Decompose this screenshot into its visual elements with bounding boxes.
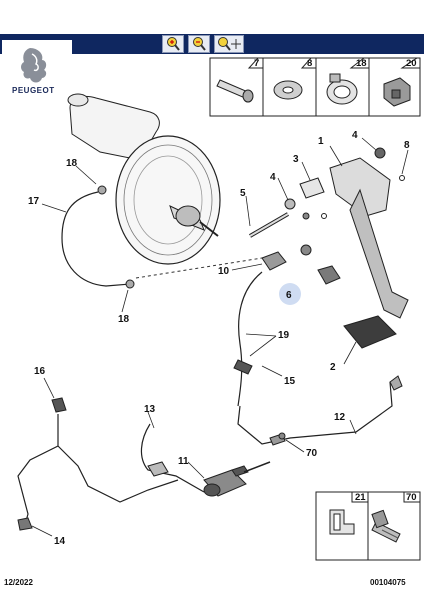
callout-10: 10	[218, 266, 230, 277]
callout-5: 5	[240, 188, 246, 199]
callout-leaders	[31, 137, 409, 537]
zoom-toolbar	[162, 34, 244, 54]
callout-13: 13	[144, 404, 156, 415]
hydraulic-hose-17[interactable]	[61, 191, 131, 287]
callout-12: 12	[334, 412, 346, 423]
callout-11: 11	[178, 456, 189, 467]
clutch-pipe-left[interactable]	[17, 414, 179, 529]
callout-14: 14	[54, 536, 66, 547]
header-part-20-label: 20	[406, 58, 417, 69]
zoom-out-icon	[193, 37, 206, 51]
header-part-8-label: 8	[307, 58, 312, 69]
part-70-bolt-icon[interactable]	[371, 509, 401, 543]
slave-cylinder-11[interactable]	[203, 461, 271, 497]
callout-6: 6	[286, 290, 292, 301]
callout-70: 70	[306, 448, 318, 459]
header-parts-strip: 7 8 18 20	[209, 57, 421, 117]
callout-17: 17	[28, 196, 40, 207]
part-18-clamp-icon[interactable]	[326, 73, 358, 105]
callout-15: 15	[284, 376, 296, 387]
callout-16: 16	[34, 366, 46, 377]
callout-8: 8	[404, 140, 410, 151]
pedal-assembly[interactable]	[329, 147, 409, 349]
zoom-pan-button[interactable]	[214, 35, 244, 53]
footer-part-21-label: 21	[355, 492, 366, 503]
brand-logo-area	[2, 40, 72, 102]
footer-reference: 00104075	[370, 578, 406, 587]
callout-19: 19	[278, 330, 290, 341]
header-bar	[0, 34, 424, 54]
part-21-clip-icon[interactable]	[329, 509, 355, 535]
part-8-washer-icon[interactable]	[273, 80, 303, 100]
callout-4a: 4	[270, 172, 276, 183]
header-part-18-label: 18	[356, 58, 367, 69]
footer-parts-strip: 21 70	[315, 491, 421, 561]
brake-booster-assembly[interactable]	[67, 93, 221, 265]
clutch-pipe-12[interactable]	[237, 381, 393, 445]
part-20-connector-icon[interactable]	[383, 77, 411, 107]
footer-part-70-label: 70	[406, 492, 417, 503]
callout-4b: 4	[352, 130, 358, 141]
callout-2: 2	[330, 362, 336, 373]
callout-18a: 18	[66, 158, 78, 169]
part-7-grommet-icon[interactable]	[216, 79, 254, 103]
zoom-in-button[interactable]	[162, 35, 184, 53]
pivot-hardware[interactable]	[248, 177, 327, 238]
brand-name: PEUGEOT	[12, 86, 55, 95]
header-part-7-label: 7	[254, 58, 259, 69]
footer-date: 12/2022	[4, 578, 33, 587]
zoom-in-icon	[167, 37, 180, 51]
callout-18b: 18	[118, 314, 130, 325]
clutch-switch[interactable]	[261, 244, 341, 285]
lion-logo-icon	[21, 48, 47, 83]
clutch-cable-19[interactable]	[237, 271, 263, 407]
zoom-pan-icon	[218, 37, 241, 51]
callout-3: 3	[293, 154, 299, 165]
callout-1: 1	[318, 136, 324, 147]
highlight-marker	[279, 283, 301, 305]
zoom-out-button[interactable]	[188, 35, 210, 53]
